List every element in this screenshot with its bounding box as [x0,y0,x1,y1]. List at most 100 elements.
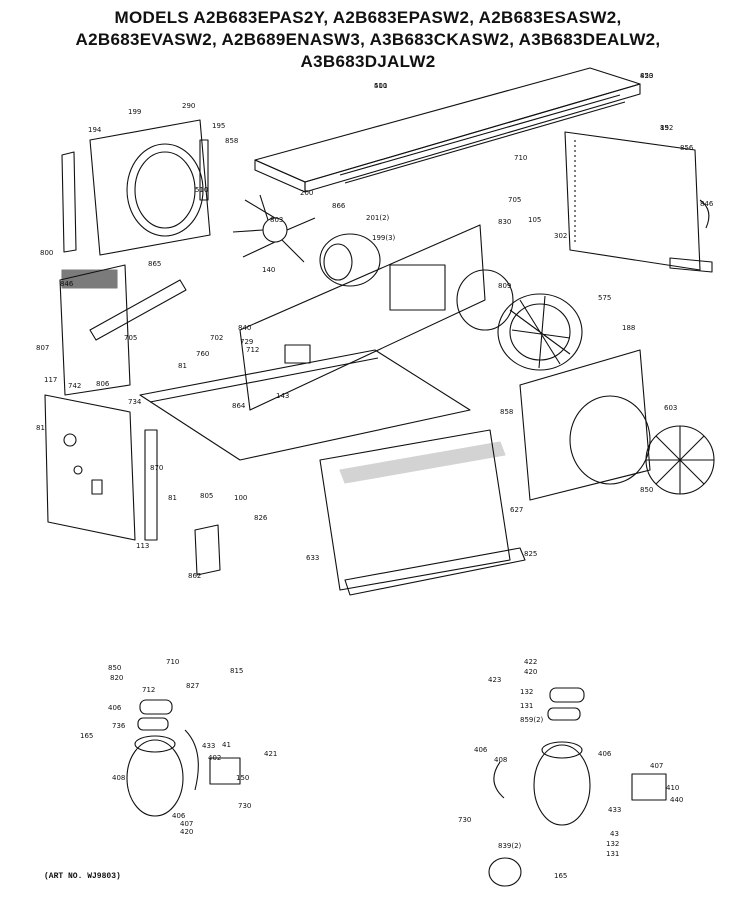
part-callout: 510 [195,186,208,194]
part-callout: 710 [166,658,179,666]
part-callouts: 8535108528568468001992901951948587107055… [36,72,714,880]
part-callout: 510 [374,82,387,90]
part-callout: 422 [524,658,537,666]
part-callout: 199(3) [372,234,396,242]
part-callout: 402 [208,754,221,762]
part-callout: 188 [622,324,635,332]
part-callout: 19 [660,124,669,132]
part-callout: 760 [196,350,209,358]
part-callout: 864 [232,402,246,410]
art-number: (ART NO. WJ9803) [44,872,121,881]
part-callout: 859(2) [520,716,544,724]
part-callout: 815 [230,667,243,675]
shroud-part [519,349,715,501]
part-callout: 839(2) [498,842,522,850]
base-pan-part [139,349,471,461]
part-callout: 143 [276,392,289,400]
part-callout: 803 [270,216,283,224]
fan-blade-part [232,194,316,263]
part-callout: 408 [112,774,125,782]
part-callout: 81 [178,362,187,370]
part-callout: 730 [238,802,251,810]
part-callout: 702 [210,334,223,342]
part-callout: 165 [80,732,93,740]
part-callout: 846 [60,280,74,288]
part-callout: 809 [498,282,511,290]
part-callout: 406 [598,750,612,758]
part-callout: 826 [254,514,268,522]
part-callout: 131 [520,702,533,710]
compressor-right-part [488,687,667,887]
part-callout: 820 [110,674,123,682]
part-callout: 140 [262,266,275,274]
top-cover-part [254,67,641,193]
part-callout: 406 [108,704,122,712]
part-callout: 113 [136,542,149,550]
part-callout: 852 [660,124,673,132]
part-callout: 730 [458,816,471,824]
part-callout: 870 [150,464,163,472]
part-callout: 420 [524,668,537,676]
control-panel-part [44,394,221,576]
part-callout: 290 [182,102,195,110]
right-side-panel-part [564,131,713,273]
part-callout: 705 [124,334,137,342]
part-callout: 846 [700,200,714,208]
bulkhead-part [239,224,486,411]
part-callout: 433 [608,806,621,814]
part-callout: 408 [494,756,507,764]
part-callout: 105 [528,216,541,224]
part-callout: 827 [186,682,199,690]
part-callout: 41 [222,741,231,749]
part-callout: 201(2) [366,214,390,222]
part-callout: 200 [300,189,313,197]
part-callout: 705 [508,196,521,204]
part-callout: 853 [640,72,653,80]
part-callout: 850 [640,486,653,494]
grille-frame-part [61,119,211,256]
part-callout: 858 [225,137,238,145]
diagram-title-line-1: MODELS A2B683EPAS2Y, A2B683EPASW2, A2B68… [114,8,622,27]
part-callout: 100 [234,494,247,502]
part-callout: 865 [148,260,161,268]
part-callout: 132 [520,688,533,696]
part-callout: 840 [238,324,251,332]
part-callout: 117 [44,376,57,384]
part-callout: 410 [666,784,679,792]
part-callout: 407 [650,762,663,770]
diagram-title-line-3: A3B683DJALW2 [300,52,436,71]
part-callout: 440 [670,796,683,804]
part-callout: 800 [40,249,53,257]
part-callout: 805 [200,492,213,500]
part-callout: 150 [236,774,249,782]
part-callout: 302 [554,232,567,240]
part-callout: 734 [128,398,142,406]
part-callout: 729 [240,338,253,346]
part-callout: 407 [180,820,193,828]
part-callout: 866 [332,202,346,210]
part-callout: 195 [212,122,225,130]
part-callout: 575 [598,294,611,302]
part-callout: 81 [168,494,177,502]
fan-motor-part [319,233,381,287]
part-callout: 712 [142,686,155,694]
part-callout: 858 [500,408,513,416]
part-callout: 81 [36,424,45,432]
condenser-coil-part [319,429,526,596]
part-callout: 421 [264,750,277,758]
part-callout: 627 [510,506,523,514]
part-callout: 199 [128,108,141,116]
part-callout: 401 [374,82,387,90]
blower-wheel-part [456,269,583,371]
part-callout: 406 [474,746,488,754]
part-callout: 633 [306,554,319,562]
part-callout: 710 [514,154,527,162]
part-callout: 850 [108,664,121,672]
evaporator-coil-part [59,264,187,396]
part-callout: 406 [172,812,186,820]
diagram-title-line-2: A2B683EVASW2, A2B689ENASW3, A3B683CKASW2… [75,30,661,49]
part-callout: 43 [610,830,619,838]
part-callout: 165 [554,872,567,880]
part-callout: 742 [68,382,81,390]
